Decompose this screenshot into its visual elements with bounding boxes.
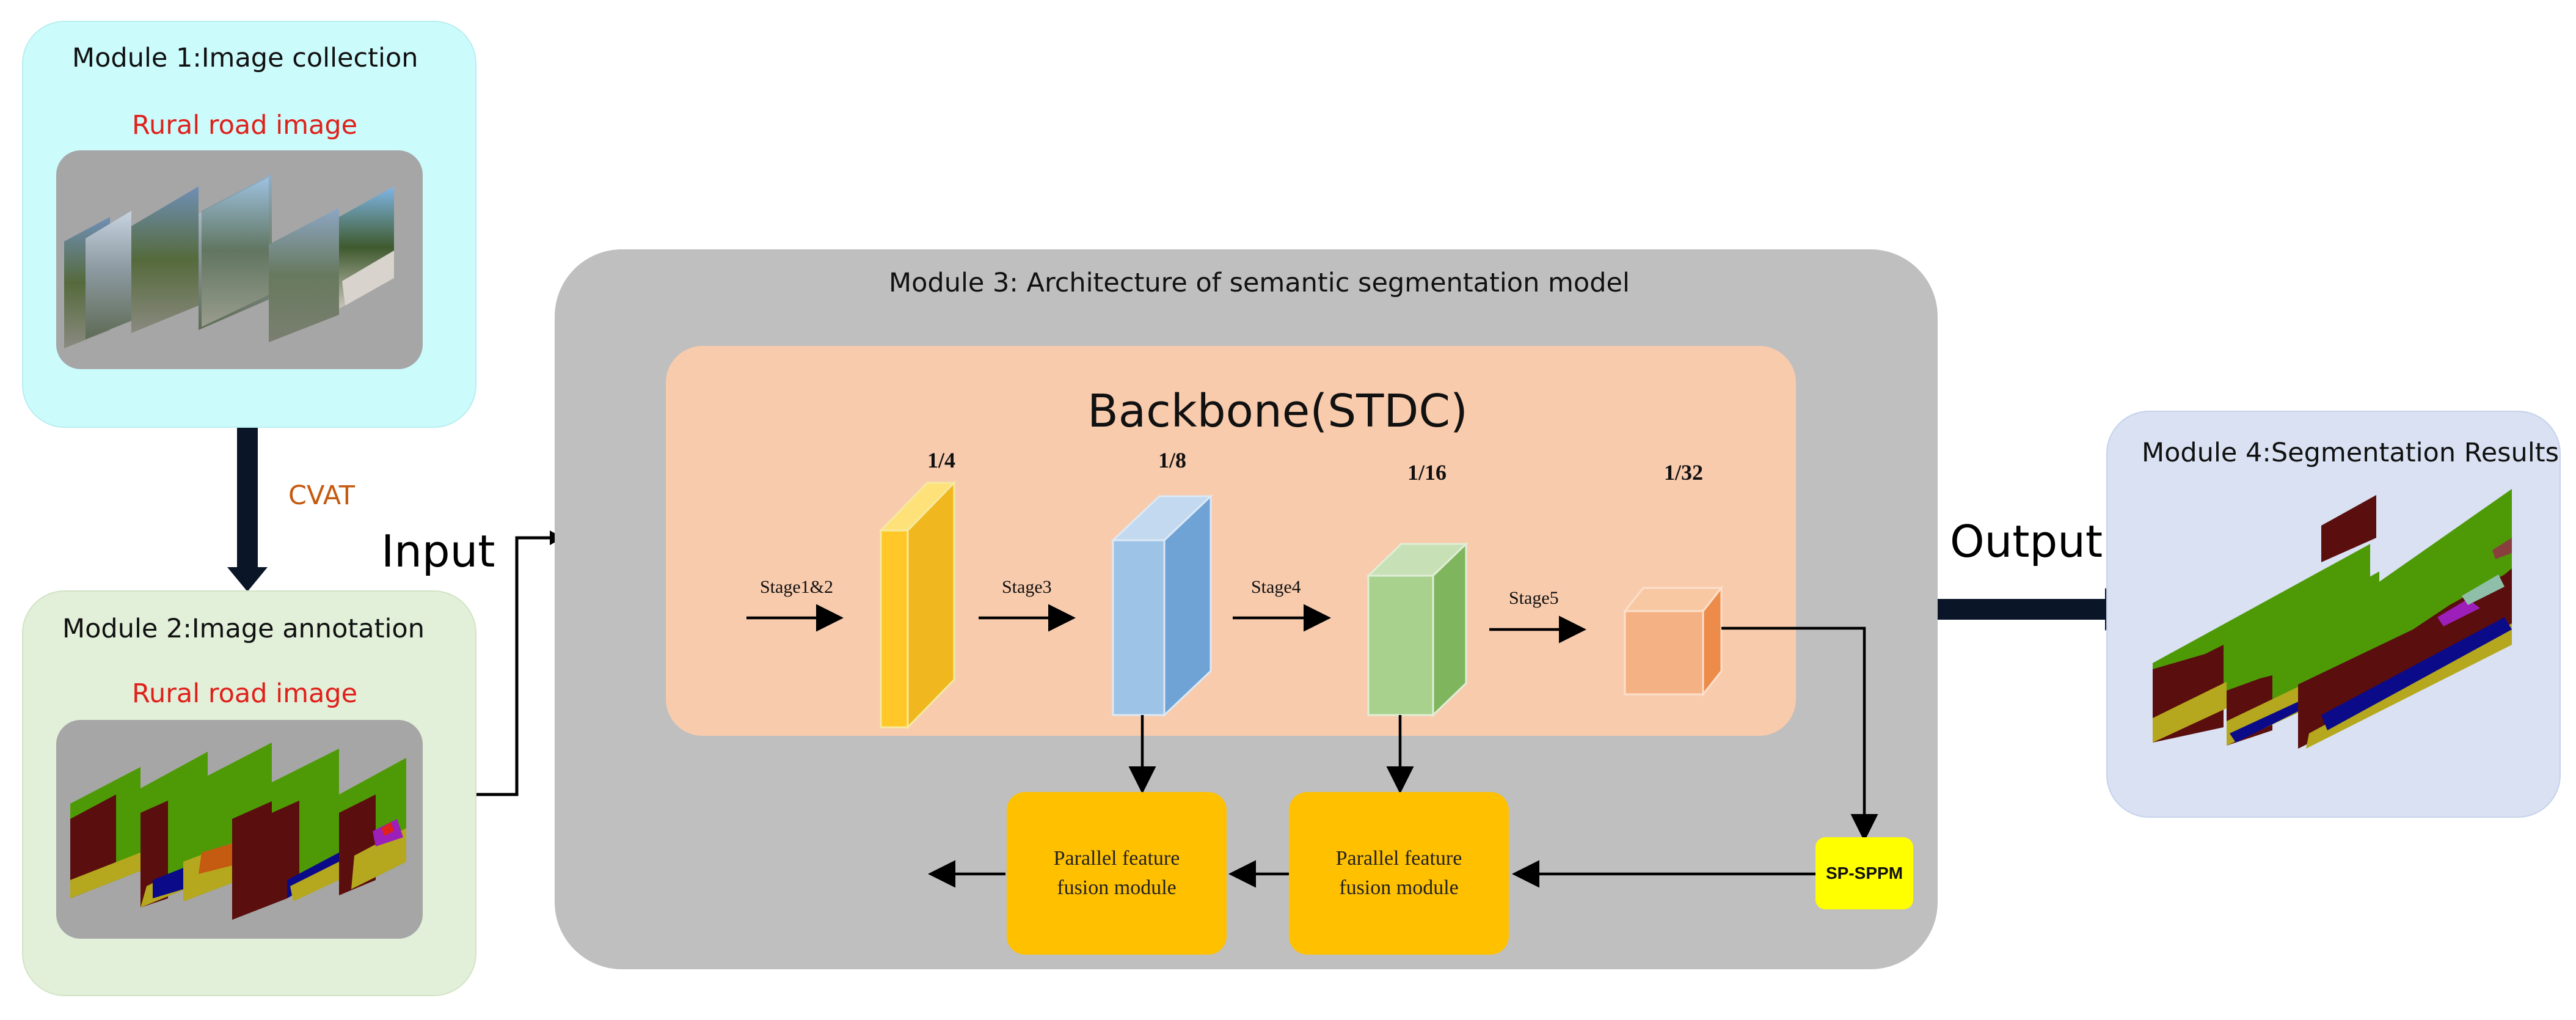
module4-title: Module 4:Segmentation Results [2142, 438, 2560, 468]
module4-panel [2106, 411, 2561, 818]
cvat-arrow-shaft [237, 428, 258, 568]
output-arrow-shaft [1938, 599, 2107, 620]
parallel-feature-fusion-module-2: Parallel feature fusion module [1289, 792, 1509, 955]
module2-subtitle: Rural road image [132, 678, 358, 709]
sp-sppm-label: SP-SPPM [1825, 864, 1903, 882]
input-label: Input [381, 526, 495, 577]
module3-title: Module 3: Architecture of semantic segme… [889, 268, 1630, 298]
fusion-module-1-label: Parallel feature fusion module [1053, 847, 1180, 899]
parallel-feature-fusion-module-1: Parallel feature fusion module [1007, 792, 1227, 955]
sp-sppm-block: SP-SPPM [1815, 837, 1913, 909]
module2-title: Module 2:Image annotation [62, 614, 425, 644]
scale-label-2: 1/8 [1158, 448, 1187, 472]
output-label: Output [1950, 516, 2103, 567]
backbone-panel [666, 346, 1796, 736]
backbone-title: Backbone(STDC) [1087, 385, 1468, 438]
module2-image-tray [56, 720, 423, 939]
scale-label-4: 1/32 [1664, 460, 1704, 485]
stage-label-2: Stage3 [1002, 577, 1052, 597]
fusion-module-2-label: Parallel feature fusion module [1335, 847, 1462, 899]
scale-label-1: 1/4 [927, 448, 956, 472]
scale-label-3: 1/16 [1407, 460, 1447, 485]
cvat-label: CVAT [288, 480, 356, 511]
stage-label-4: Stage5 [1509, 588, 1559, 608]
stage-label-3: Stage4 [1251, 577, 1301, 597]
module1-image-tray [56, 150, 423, 369]
module1-subtitle: Rural road image [132, 110, 358, 141]
stage-label-1: Stage1&2 [760, 577, 833, 597]
module1-title: Module 1:Image collection [72, 43, 418, 73]
